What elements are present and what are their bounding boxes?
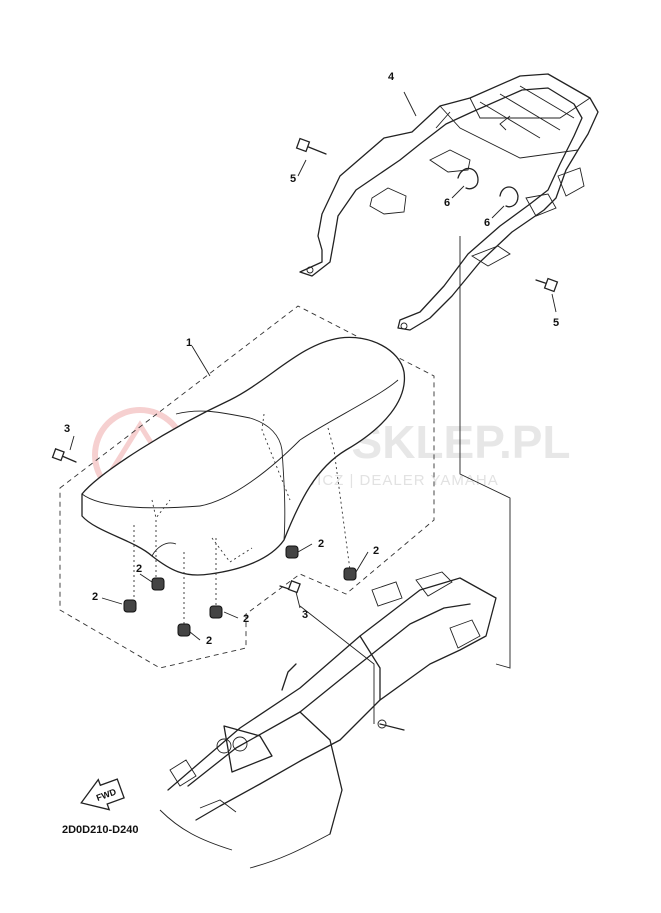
carrier-bolts <box>295 137 559 293</box>
callout-bolt-left: 3 <box>64 423 70 435</box>
seat <box>81 336 406 576</box>
callout-damper-d: 2 <box>243 613 249 625</box>
fwd-arrow: FWD <box>80 778 125 811</box>
callout-leaders <box>69 159 557 641</box>
callout-clamp-right: 6 <box>484 217 490 229</box>
callout-bolt-center: 3 <box>302 609 308 621</box>
callout-damper-e: 2 <box>318 538 324 550</box>
callout-bolt-carrier-left: 5 <box>290 173 296 185</box>
dampers <box>123 520 357 637</box>
callout-bolt-carrier-right: 5 <box>553 317 559 329</box>
callout-damper-b: 2 <box>92 591 98 603</box>
callout-seat: 1 <box>186 337 192 349</box>
clamps <box>457 167 519 208</box>
callout-damper-a: 2 <box>136 563 142 575</box>
callout-damper-f: 2 <box>373 545 379 557</box>
leader-lines <box>191 91 511 724</box>
diagram-code: 2D0D210-D240 <box>62 824 138 836</box>
rear-carrier <box>299 73 599 331</box>
callout-damper-c: 2 <box>206 635 212 647</box>
callout-clamp-left: 6 <box>444 197 450 209</box>
seat-bolts <box>51 448 301 594</box>
callout-carrier: 4 <box>388 71 395 83</box>
frame <box>159 571 497 869</box>
callouts: 1 2 2 2 2 2 2 3 3 4 5 5 6 6 <box>64 71 559 647</box>
